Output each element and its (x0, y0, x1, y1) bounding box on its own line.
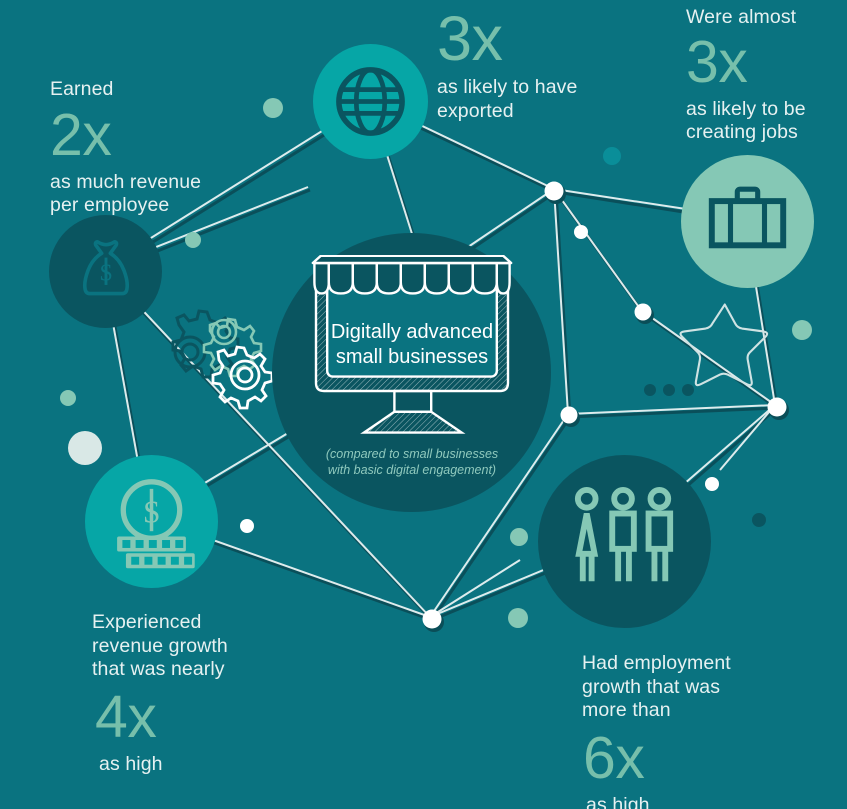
coin-stack-icon: $ (117, 479, 195, 569)
three-dots (644, 384, 694, 396)
storefront-monitor-icon (311, 255, 513, 434)
stat-multiplier: 6x (583, 724, 645, 791)
network-node (634, 303, 654, 324)
stat-lead-line1: Had employment (582, 652, 731, 674)
center-subtitle-line1: (compared to small businesses (325, 447, 499, 461)
decor-dot (240, 519, 254, 533)
stat-lead-line2: revenue growth (92, 634, 228, 657)
three-people-icon (574, 487, 674, 582)
stat-tail-line2: creating jobs (686, 121, 798, 143)
stat-tail-line1: as high (586, 793, 650, 809)
decor-dot (263, 98, 283, 118)
stat-exported: 3x as likely to have exported (437, 6, 577, 123)
stat-lead-line3: that was nearly (92, 658, 225, 680)
center-subtitle: (compared to small businesses with basic… (287, 446, 537, 478)
stat-lead: Earned (50, 78, 114, 100)
stat-tail-line1: as likely to be (686, 97, 806, 120)
network-node (422, 609, 444, 632)
stat-tail-line2: per employee (50, 194, 170, 216)
decor-dot (705, 477, 719, 491)
center-subtitle-line2: with basic digital engagement) (327, 463, 497, 477)
decor-dot (68, 431, 102, 465)
stat-revenue-per-employee: Earned 2x as much revenue per employee (50, 78, 201, 218)
stat-lead-line2: growth that was (582, 675, 721, 698)
decor-dot (603, 147, 621, 165)
decor-dot (60, 390, 76, 406)
decor-dot (574, 225, 588, 239)
stat-tail-line2: exported (437, 99, 514, 122)
stat-lead: Were almost (686, 6, 797, 28)
money-bag-circle: $ (49, 215, 162, 328)
network-node (560, 406, 580, 427)
stat-lead-line3: more than (582, 699, 671, 721)
coin-stack-circle: $ (85, 455, 218, 588)
decor-dot (508, 608, 528, 628)
stat-tail-line1: as high (99, 752, 163, 775)
decor-dot (752, 513, 766, 527)
globe-circle (313, 44, 428, 159)
center-title: Digitally advanced small businesses (297, 320, 527, 370)
stat-multiplier: 3x (437, 4, 503, 74)
center-title-line1: Digitally advanced (330, 321, 494, 343)
star-outline-icon (679, 303, 769, 387)
decor-dot (510, 528, 528, 546)
decor-dot (792, 320, 812, 340)
stat-tail-line1: as likely to have (437, 76, 578, 98)
gear-medium-white (211, 345, 274, 410)
gear-small-green (202, 317, 263, 378)
stat-lead-line1: Experienced (92, 611, 202, 633)
gear-large-dark (171, 309, 240, 379)
stat-creating-jobs: Were almost 3x as likely to be creating … (686, 6, 806, 145)
center-title-line2: small businesses (335, 346, 489, 368)
stat-revenue-growth: Experienced revenue growth that was near… (92, 611, 228, 776)
decor-dot (185, 232, 201, 248)
briefcase-icon (708, 186, 787, 249)
stat-multiplier: 3x (686, 28, 748, 95)
network-node (544, 181, 566, 204)
stat-multiplier: 2x (50, 101, 112, 168)
network-node (767, 397, 789, 420)
three-people-circle (538, 455, 711, 628)
stat-multiplier: 4x (95, 683, 157, 750)
briefcase-circle (681, 155, 814, 288)
stat-tail-line1: as much revenue (50, 170, 202, 193)
stat-employment-growth: Had employment growth that was more than… (582, 652, 731, 809)
globe-icon (336, 67, 405, 136)
money-bag-icon: $ (82, 239, 130, 296)
